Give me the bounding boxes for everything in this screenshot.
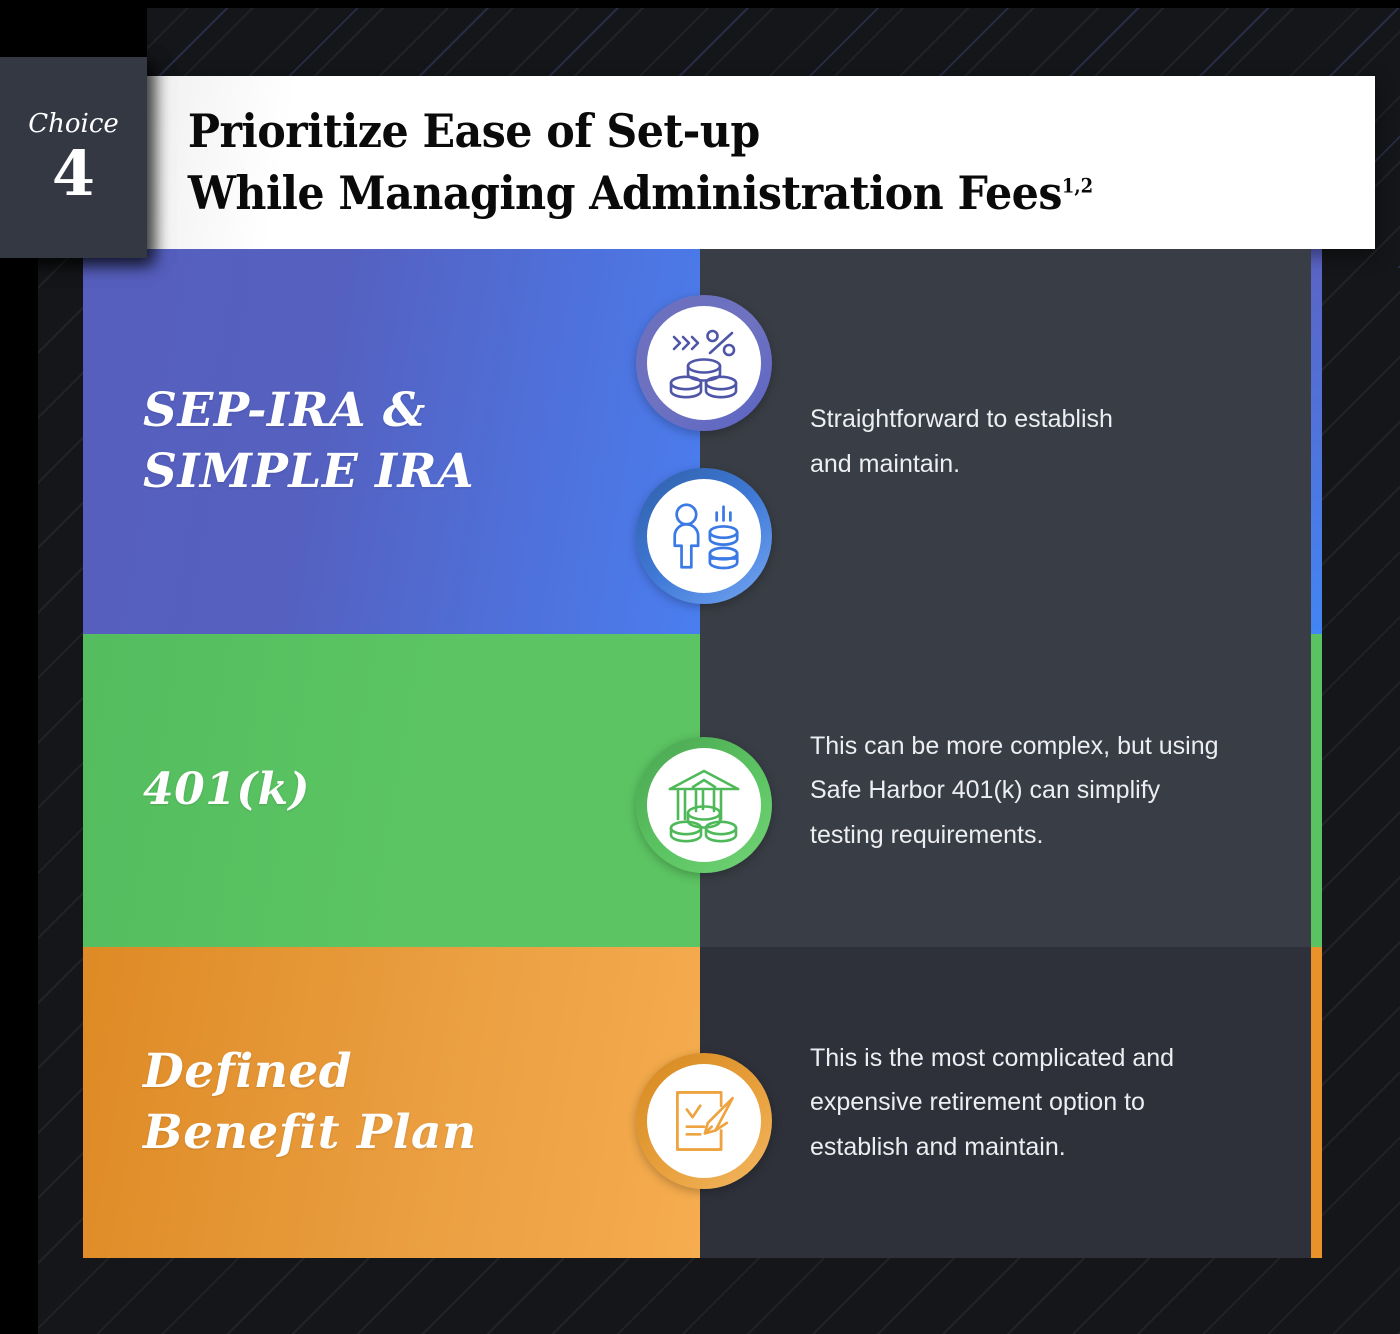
coins-percent-icon (647, 306, 761, 420)
plan-name-401k: 401(k) (143, 764, 310, 816)
page-title-line2: While Managing Administration Fees (187, 165, 1062, 220)
plan-desc-cell-401k: This can be more complex, but using Safe… (700, 634, 1311, 947)
plan-description-defined-benefit: This is the most complicated and expensi… (810, 1043, 1175, 1161)
bank-coins-icon-badge (636, 737, 772, 873)
bank-coins-icon (647, 748, 761, 862)
top-margin (0, 0, 1400, 8)
page-title-footnote: 1,2 (1061, 174, 1094, 198)
plan-label-cell-defined-benefit: Defined Benefit Plan (83, 947, 700, 1258)
plan-desc-cell-sep-ira: Straightforward to establish and maintai… (700, 249, 1311, 634)
plan-row-defined-benefit: Defined Benefit Plan This is the most co… (83, 947, 1311, 1258)
page-title: Prioritize Ease of Set-up While Managing… (147, 101, 1093, 224)
choice-badge-label-overlay: Choice (28, 108, 119, 139)
plan-row-401k: 401(k) This can be more complex, but usi… (83, 634, 1311, 947)
choice-badge-number-overlay: 4 (51, 136, 96, 210)
plan-label-cell-sep-ira: SEP-IRA & SIMPLE IRA (83, 249, 700, 634)
plan-desc-cell-defined-benefit: This is the most complicated and expensi… (700, 947, 1311, 1258)
plan-description-sep-ira: Straightforward to establish and maintai… (810, 405, 1113, 478)
document-signature-icon (647, 1064, 761, 1178)
document-signature-icon-badge (636, 1053, 772, 1189)
plan-label-cell-401k: 401(k) (83, 634, 700, 947)
plan-name-defined-benefit: Defined Benefit Plan (143, 1044, 477, 1160)
choice-badge-overlay: Choice 4 (0, 57, 147, 258)
person-savings-icon-badge (636, 468, 772, 604)
person-savings-icon (647, 479, 761, 593)
coins-percent-icon-badge (636, 295, 772, 431)
top-left-notch (0, 0, 147, 57)
plan-name-sep-ira: SEP-IRA & SIMPLE IRA (143, 383, 475, 499)
plan-description-401k: This can be more complex, but using Safe… (810, 731, 1219, 849)
header-bar: Prioritize Ease of Set-up While Managing… (147, 76, 1375, 249)
page-title-line1: Prioritize Ease of Set-up (187, 103, 760, 158)
plans-panel: SEP-IRA & SIMPLE IRA Straightforward to … (83, 249, 1311, 1258)
plan-row-sep-ira: SEP-IRA & SIMPLE IRA Straightforward to … (83, 249, 1311, 634)
